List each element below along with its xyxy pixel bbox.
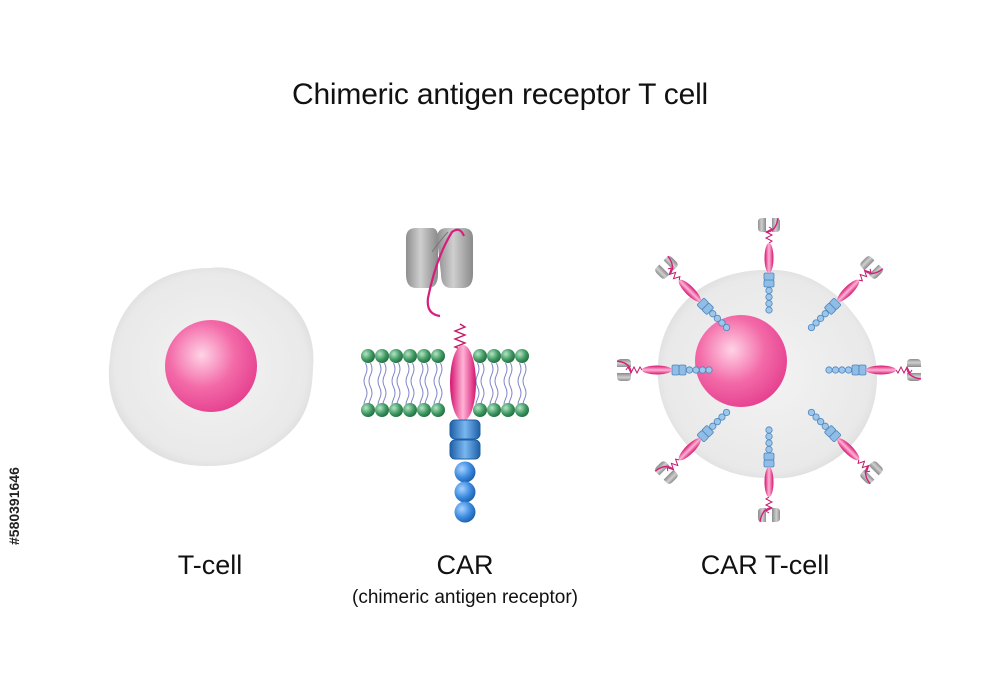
cd3-zeta-chain [454, 461, 476, 523]
lipid-tail [396, 362, 401, 411]
lipid-tail [508, 362, 513, 411]
lipid-head [403, 349, 417, 363]
lipid-head [473, 403, 487, 417]
lipid-tail [494, 362, 499, 411]
stock-id-watermark: #580391646 [6, 467, 22, 545]
lipid-head [417, 349, 431, 363]
lipid-head [403, 403, 417, 417]
t-cell-illustration [108, 267, 314, 467]
lipid-tail [489, 362, 494, 411]
lipid-head [375, 349, 389, 363]
page-title: Chimeric antigen receptor T cell [291, 78, 709, 111]
lipid-head [389, 349, 403, 363]
car-t-cell-illustration [616, 217, 922, 523]
lipid-tail [391, 362, 396, 411]
lipid-head [473, 349, 487, 363]
costimulatory-domains [449, 419, 481, 460]
lipid-tail [363, 362, 368, 411]
lipid-head [361, 403, 375, 417]
t-cell-nucleus [165, 320, 257, 412]
transmembrane-domain [450, 345, 476, 421]
lipid-head [389, 403, 403, 417]
lipid-head [501, 349, 515, 363]
lipid-head [487, 403, 501, 417]
car-illustration [361, 228, 529, 523]
lipid-tail [503, 362, 508, 411]
car-label: CAR [436, 550, 494, 580]
t-cell-label: T-cell [177, 550, 243, 580]
lipid-head [515, 349, 529, 363]
lipid-head [417, 403, 431, 417]
car-t-cell-nucleus [695, 315, 787, 407]
cell-membrane [361, 349, 529, 417]
lipid-tail [410, 362, 415, 411]
car-sublabel: (chimeric antigen receptor) [352, 587, 578, 608]
lipid-head [375, 403, 389, 417]
lipid-tail [480, 362, 485, 411]
lipid-head [431, 349, 445, 363]
antigen-binding-domain [406, 228, 473, 318]
lipid-tail [424, 362, 429, 411]
lipid-tail [475, 362, 480, 411]
lipid-tail [433, 362, 438, 411]
lipid-head [361, 349, 375, 363]
lipid-tail [517, 362, 522, 411]
lipid-tail [522, 362, 527, 411]
lipid-tail [368, 362, 373, 411]
lipid-tail [438, 362, 443, 411]
lipid-head [501, 403, 515, 417]
car-t-cell-label: CAR T-cell [700, 550, 830, 580]
lipid-head [515, 403, 529, 417]
lipid-tail [419, 362, 424, 411]
lipid-tail [382, 362, 387, 411]
lipid-head [487, 349, 501, 363]
lipid-tail [405, 362, 410, 411]
lipid-tail [377, 362, 382, 411]
lipid-head [431, 403, 445, 417]
